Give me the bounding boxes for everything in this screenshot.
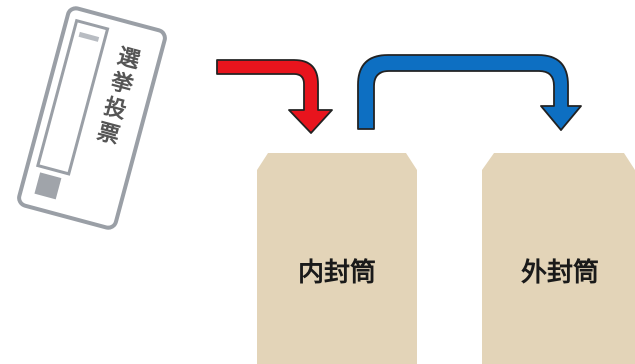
ballot-header-mark bbox=[78, 31, 100, 42]
outer-envelope-label: 外封筒 bbox=[521, 257, 599, 288]
outer-envelope-body bbox=[482, 153, 635, 364]
ballot-icon: 選 挙 投 票 bbox=[17, 6, 167, 230]
inner-envelope-label: 内封筒 bbox=[298, 257, 376, 288]
outer-envelope: 外封筒 bbox=[482, 153, 635, 364]
inner-envelope: 内封筒 bbox=[257, 153, 417, 364]
ballot-paper bbox=[17, 6, 167, 230]
ballot-stamp bbox=[34, 172, 62, 200]
red-arrow-icon bbox=[216, 59, 333, 134]
blue-arrow-icon bbox=[357, 54, 582, 131]
ballot-write-box bbox=[35, 18, 110, 176]
inner-envelope-body bbox=[257, 153, 417, 364]
